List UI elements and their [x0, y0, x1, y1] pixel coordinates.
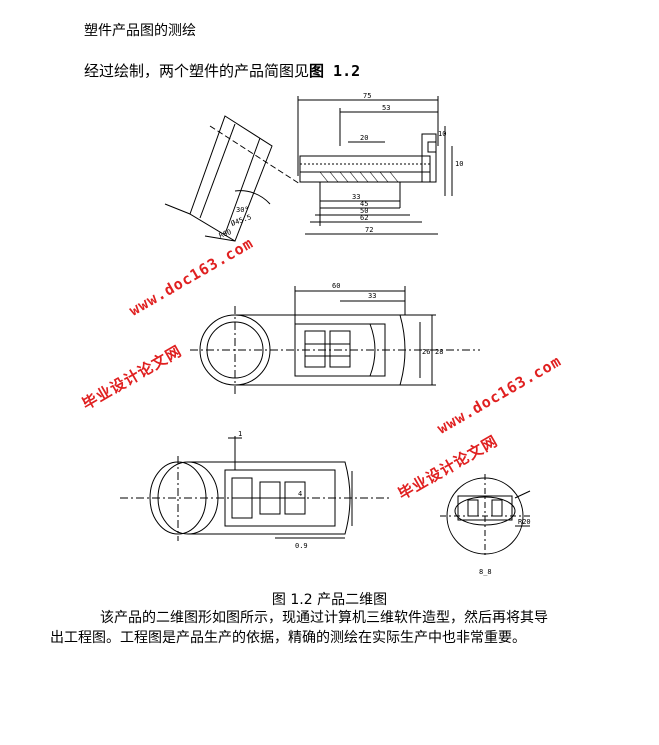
section-title: 塑件产品图的测绘	[84, 23, 196, 39]
dim-mid-0: 60	[332, 282, 340, 290]
figure-reference: 图 1.2	[309, 62, 361, 80]
dim-top-4: 45	[360, 200, 368, 208]
dim-mid-1: 33	[368, 292, 376, 300]
intro-line: 经过绘制，两个塑件的产品简图见图 1.2	[84, 60, 360, 81]
dim-top-9: 10	[455, 160, 463, 168]
paragraph-line-1: 该产品的二维图形如图所示，现通过计算机三维软件造型，然后再将其导	[100, 610, 548, 626]
dim-mid-3: 26	[422, 348, 430, 356]
figure-caption: 图 1.2 产品二维图	[271, 592, 388, 608]
dim-top-7: 72	[365, 226, 373, 234]
dim-top-0: 75	[363, 92, 371, 100]
dim-bot-1: 4	[298, 490, 302, 498]
dim-top-2: 20	[360, 134, 368, 142]
intro-text: 经过绘制，两个塑件的产品简图见	[84, 62, 310, 80]
dim-top-8: 10	[438, 130, 446, 138]
dim-top-6: 62	[360, 214, 368, 222]
top-view	[164, 96, 453, 242]
dim-bot-3: R20	[518, 518, 531, 526]
dim-top-5: 50	[360, 207, 368, 215]
dim-mid-2: 28	[435, 348, 443, 356]
body-paragraph: 该产品的二维图形如图所示，现通过计算机三维软件造型，然后再将其导 出工程图。工程…	[50, 608, 612, 648]
middle-view	[190, 286, 480, 396]
dim-top-1: 53	[382, 104, 390, 112]
dim-top-10: 30°	[236, 206, 249, 214]
dim-top-3: 33	[352, 193, 360, 201]
dim-top-12: R60	[218, 228, 233, 240]
dim-bot-4: 8_8	[479, 568, 492, 576]
bottom-view	[120, 436, 531, 558]
dim-bot-0: 1	[238, 430, 242, 438]
technical-drawing: 75 53 20 33 45 50 62 72 10 10 30° Ø45.5 …	[120, 92, 531, 576]
paragraph-line-2: 出工程图。工程图是产品生产的依据，精确的测绘在实际生产中也非常重要。	[50, 630, 526, 646]
dim-bot-2: 0.9	[295, 542, 308, 550]
